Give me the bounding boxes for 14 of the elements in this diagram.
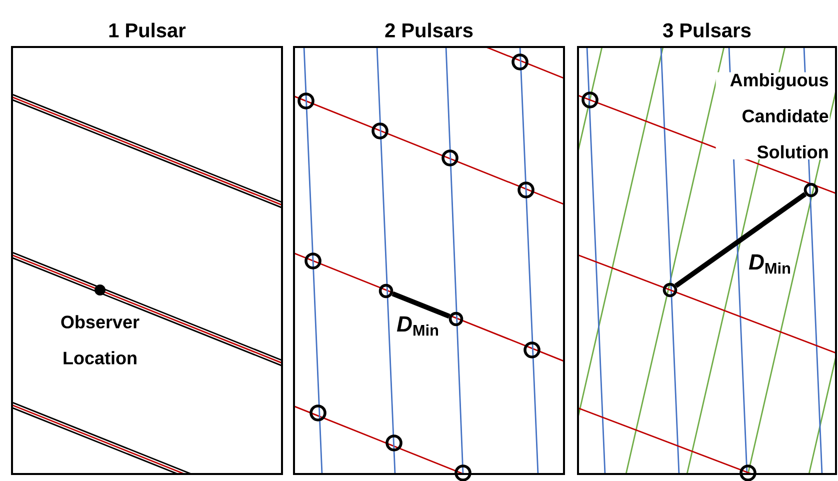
node-label: 2 Pulsars xyxy=(385,22,473,38)
edge-label: D$_{Min}$ xyxy=(748,253,792,275)
distance-line xyxy=(674,192,807,288)
candidate-circle xyxy=(662,282,678,298)
node-label: 3 Pulsars xyxy=(662,22,751,38)
node-label: 1 Pulsar xyxy=(109,22,186,38)
distance-line xyxy=(392,291,450,319)
annotation: Observer Location xyxy=(61,315,140,364)
candidate-circle xyxy=(378,284,394,298)
candidate-circle xyxy=(804,182,818,198)
edge-label: D$_{Min}$ xyxy=(396,315,440,337)
annotation: Ambiguous Candidate Solution xyxy=(716,72,830,160)
candidate-circle xyxy=(448,312,464,326)
observer-dot xyxy=(94,284,106,296)
